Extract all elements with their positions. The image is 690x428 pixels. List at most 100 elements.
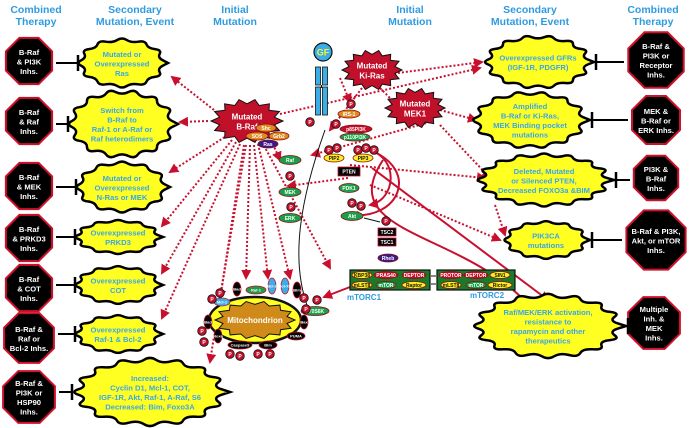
growth-factor-receptor: GF	[313, 42, 333, 116]
mito-protein: Bcl-2	[267, 277, 278, 295]
therapy-octagon-text-line: Inhs.	[20, 67, 38, 76]
therapy-octagon-text-line: ERK Inhs.	[638, 126, 674, 135]
mito-protein-label: Noxa	[213, 334, 224, 339]
irs1-node: IRS-1	[337, 109, 361, 119]
mutated-mek1-text-line: MEK1	[404, 110, 427, 119]
phospho-label: P	[228, 352, 232, 358]
mutated-mek1-text-line: Mutated	[400, 100, 431, 109]
mito-protein: Noxa	[213, 328, 224, 344]
p-receptor-left: P	[305, 117, 315, 127]
mito-protein: Raf-1	[245, 285, 267, 295]
irs1-node-shape	[337, 109, 361, 119]
event-burst-text-line: Deleted, Mutated	[514, 167, 575, 176]
ras-node-shape	[257, 139, 279, 149]
header-left-initial: Initial Mutation	[213, 4, 257, 28]
event-burst-text-line: B-Raf to	[107, 116, 137, 125]
event-burst-text-line: Cyclin D1, Mcl-1, COT,	[110, 384, 190, 393]
event-burst-text-line: Raf heterodimers	[91, 135, 153, 144]
kiras-to-mek1-arrow	[379, 87, 402, 110]
mito-protein-label: Bad	[233, 287, 241, 292]
event-burst-shape	[67, 89, 181, 159]
p-mito: P	[215, 288, 225, 298]
mtorc1-part: Raptor	[401, 281, 427, 289]
event-burst-shape	[75, 160, 173, 214]
tsc2-node: TSC2	[377, 227, 397, 237]
receptor-segment	[322, 86, 328, 116]
event-burst-text-line: mutations	[512, 131, 548, 140]
phospho-circle	[347, 198, 357, 208]
event-burst-text-line: Overexpressed	[91, 326, 146, 335]
mtorc1-part-label: PRAS40	[376, 273, 396, 279]
therapy-octagon-text-line: B-Raf	[19, 48, 40, 57]
event-burst-shape	[483, 34, 598, 90]
gf-circle	[313, 42, 333, 62]
pdk1-to-activation-arrow	[371, 167, 550, 302]
p-mito: P	[235, 351, 245, 361]
therapy-octagon-shape	[631, 95, 681, 145]
mito-protein: Bim	[258, 340, 278, 350]
mito-protein-shape	[245, 285, 267, 295]
mito-protein-label: Raf-1	[251, 288, 262, 293]
event-burst-shape	[74, 218, 167, 256]
tsc2-node-label: TSC2	[381, 230, 394, 236]
mito-protein: Bax	[299, 314, 309, 330]
mito-protein-shape	[280, 277, 290, 295]
grb2-node-label: Grb2	[273, 134, 285, 140]
braf-to-mito4-arrow	[257, 143, 294, 280]
akt-node-label: Akt	[348, 214, 356, 220]
rheb-node: Rheb	[377, 253, 399, 263]
mito-protein-shape	[299, 314, 309, 330]
pten-node-label: PTEN	[342, 169, 356, 175]
pi3k-to-pik3ca-arrow	[369, 184, 502, 242]
mito-protein-label: Bax	[300, 320, 308, 325]
p-irs: P	[346, 99, 356, 109]
pip2-node-shape	[323, 153, 345, 163]
p-mek: P	[285, 171, 295, 181]
mtorc2-part-label: mTOR	[469, 283, 484, 289]
mito-protein: Bim	[292, 281, 302, 299]
rheb-node-shape	[377, 253, 399, 263]
therapy-octagon-text-line: Inhs.	[20, 127, 38, 136]
event-burst-text-line: Raf-1 & Bcl-2	[94, 335, 141, 344]
phospho-label: P	[218, 291, 222, 297]
event-burst-shape	[74, 264, 167, 306]
mutated-braf-text-line: B-Raf	[236, 123, 258, 132]
braf-to-mito1-arrow	[216, 144, 247, 300]
event-burst-text-line: Mutated or	[103, 174, 142, 183]
mtorc2-part: Rictor	[487, 281, 513, 289]
p85-node-label: p85PI3K	[346, 127, 366, 133]
shc-node-label: Shc	[261, 126, 270, 132]
pdk1-node-label: PDK1	[342, 186, 356, 192]
header-right-secondary: Secondary Mutation, Event	[490, 4, 570, 28]
mito-protein-shape	[213, 328, 223, 344]
shc-node-shape	[255, 123, 277, 133]
p-mito: P	[225, 349, 235, 359]
mtorc2-part-label: Rictor	[493, 283, 508, 289]
event-burst-text-line: PIK3CA	[532, 232, 560, 241]
phospho-label: P	[304, 307, 308, 313]
event-burst-text-line: Overexpressed	[95, 59, 150, 68]
p-pip3-b: P	[361, 143, 371, 153]
event-burst-text: Increased:Cyclin D1, Mcl-1, COT,IGF-1R, …	[99, 374, 201, 412]
raf-node-label: Raf	[286, 158, 294, 164]
event-burst-text-line: Overexpressed	[91, 277, 146, 286]
event-burst-shape	[503, 219, 594, 261]
therapy-octagon-text-line: & PRKD3	[12, 234, 45, 243]
phospho-circle	[199, 337, 209, 347]
mito-protein: Bad	[232, 281, 242, 297]
mito-protein-shape	[258, 340, 278, 350]
header-left-therapy: Combined Therapy	[10, 4, 62, 28]
sos-node-shape	[245, 131, 269, 141]
akt-node-shape	[340, 211, 364, 221]
